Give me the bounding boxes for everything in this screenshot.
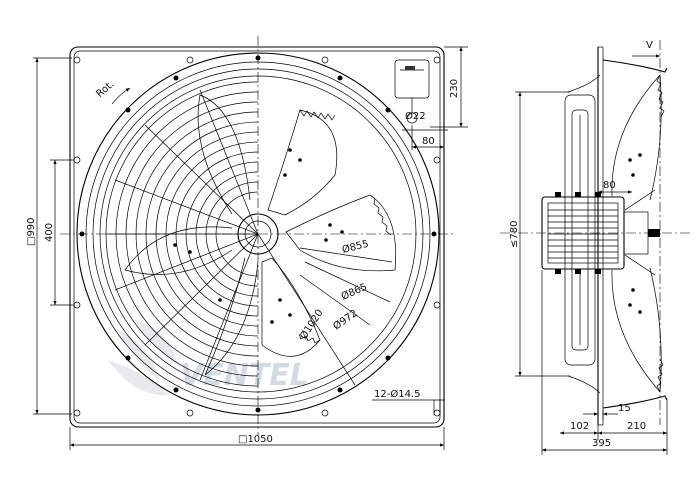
side-blade-rivets — [628, 153, 642, 314]
dim-gland-offset: 80 — [422, 136, 435, 147]
dim-motor-offset: 80 — [603, 180, 616, 191]
dim-d855: Ø855 — [341, 238, 370, 256]
dim-width: □1050 — [238, 434, 273, 445]
blades-right — [261, 109, 396, 357]
rotation-indicator: Rot. — [94, 79, 131, 105]
diameter-leaders — [257, 233, 393, 386]
dim-d972: Ø972 — [331, 307, 360, 332]
dim-holes: 12-Ø14.5 — [374, 388, 420, 400]
dim-d1020: Ø1020 — [297, 307, 325, 341]
airflow-label: V — [646, 40, 653, 51]
nozzle-profile-top — [602, 59, 668, 73]
watermark-fan-icon — [108, 320, 178, 396]
mounting-plate-inner — [73, 50, 441, 424]
rotation-label: Rot. — [94, 79, 116, 100]
terminal-box — [394, 59, 430, 124]
side-view: V — [500, 40, 690, 455]
dim-height: □990 — [26, 217, 37, 246]
dim-box-offset: 230 — [449, 79, 460, 98]
dim-front-depth: 102 — [570, 421, 589, 432]
blade-rivets — [173, 148, 344, 324]
blades-left — [124, 94, 259, 376]
dim-d865: Ø865 — [339, 281, 369, 303]
nozzle-profile-bottom — [602, 395, 668, 409]
dim-hole-spacing: 400 — [44, 223, 55, 242]
dim-gland: Ø22 — [405, 110, 426, 122]
side-guard — [564, 74, 601, 394]
dim-motor-dia: ≤780 — [509, 221, 520, 248]
mounting-plate-outer — [69, 46, 445, 428]
mounting-holes — [73, 56, 441, 417]
airflow-indicator: V — [632, 40, 660, 58]
dim-rear-depth: 210 — [627, 421, 646, 432]
dim-total-depth: 395 — [592, 438, 611, 449]
dim-gap: 15 — [618, 403, 631, 414]
